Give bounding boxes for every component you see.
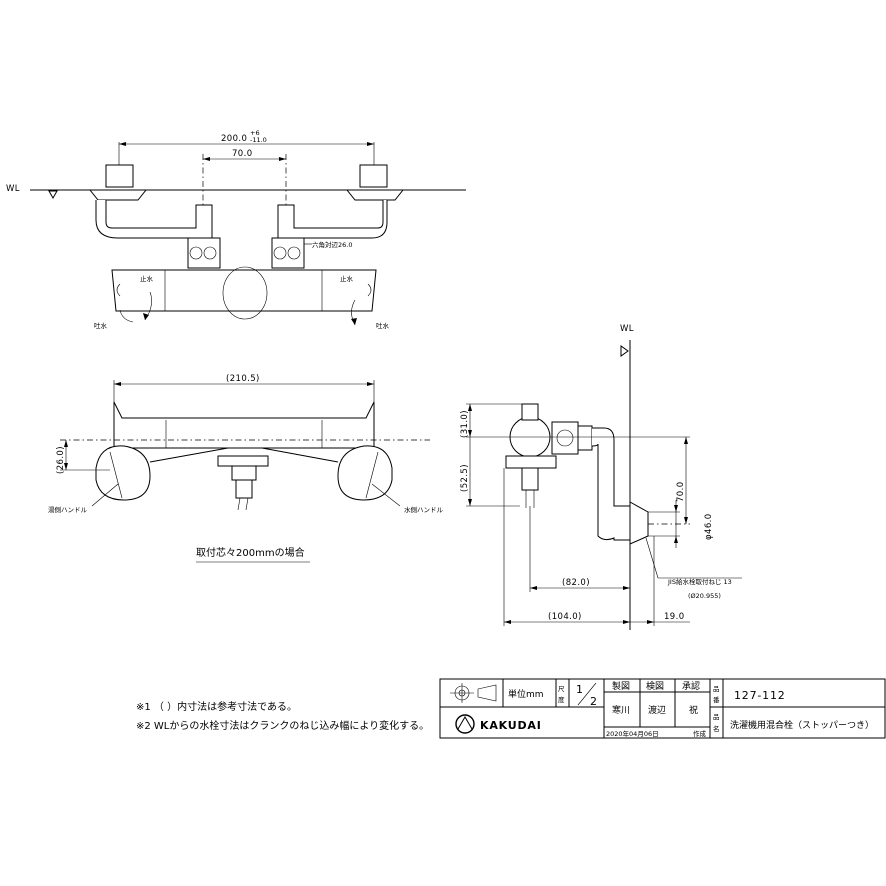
flow-left: 吐水 [94, 321, 108, 330]
v-number-2: 番 [713, 696, 720, 704]
top-center-body [222, 266, 268, 320]
scale-numerator: 1 [576, 683, 584, 696]
top-wl-label: WL [6, 184, 20, 194]
dim-19: 19.0 [664, 612, 685, 622]
title-block: 単位mm 尺 度 1 2 製図 検図 承認 寒川 渡辺 祝 品 番 品 名 12… [439, 678, 886, 739]
side-hex-nut [551, 421, 579, 455]
dim-overall-tol-plus: +6 [250, 129, 260, 137]
jis-label: JIS給水栓取付ねじ 13 [667, 577, 732, 586]
dim-82: (82.0) [562, 578, 590, 588]
spout-nozzle [235, 479, 253, 499]
hex-label: 六角対辺26.0 [312, 240, 352, 249]
top-wl-marker [48, 190, 58, 200]
stop-right: 止水 [340, 274, 354, 283]
hot-handle [95, 445, 151, 501]
front-body [113, 401, 375, 449]
cold-handle-label: 水側ハンドル [404, 505, 444, 514]
date: 2020年04月06日 [606, 729, 659, 738]
hot-handle-label: 湯側ハンドル [48, 505, 88, 514]
right-nut [359, 164, 388, 188]
side-flange [629, 501, 649, 545]
scale-label-1: 尺 [558, 685, 565, 693]
person-check: 渡辺 [648, 704, 666, 716]
brand-logo-text: KAKUDAI [480, 719, 542, 732]
dim-31: (31.0) [460, 410, 470, 438]
header-make: 製図 [612, 680, 630, 692]
left-hex-nut [187, 237, 221, 269]
side-spout [521, 467, 539, 491]
date-suffix: 作成 [693, 729, 707, 738]
unit-label: 単位mm [508, 688, 544, 700]
right-crank-pipe [277, 200, 388, 241]
flow-right: 吐水 [376, 321, 390, 330]
product-name: 洗濯機用混合栓（ストッパーつき） [730, 719, 874, 731]
product-number: 127-112 [734, 689, 786, 702]
note-1: ※1 （ ）内寸法は参考寸法である。 [136, 700, 297, 713]
side-wl-marker [620, 345, 629, 357]
left-crank-pipe [95, 200, 213, 241]
kakudai-logo-icon [455, 714, 475, 734]
spout-top [217, 455, 269, 467]
scale-label-2: 度 [558, 695, 565, 704]
top-body [111, 269, 377, 312]
stop-left: 止水 [140, 274, 154, 283]
v-number-1: 品 [713, 685, 720, 693]
right-flange [345, 189, 405, 201]
side-base [505, 455, 557, 469]
side-view: WL (31.0) (52.5) 70.0 [460, 324, 742, 630]
dim-overall: 200.0 [221, 134, 247, 144]
dim-height: (26.0) [56, 446, 66, 474]
dim-46: φ46.0 [704, 513, 714, 540]
header-approve: 承認 [682, 680, 700, 692]
dim-overall-tol-minus: -11.0 [250, 136, 267, 144]
cold-handle [337, 445, 393, 501]
front-caption: 取付芯々200mmの場合 [196, 546, 305, 559]
side-wl-label: WL [620, 324, 634, 334]
left-nut [105, 164, 134, 188]
notes: ※1 （ ）内寸法は参考寸法である。 ※2 WLからの水栓寸法はクランクのねじ込… [136, 700, 429, 732]
dim-width: (210.5) [226, 374, 260, 384]
side-crank-pipe [591, 427, 631, 541]
scale-denominator: 2 [590, 695, 598, 708]
person-make: 寒川 [612, 704, 630, 716]
dim-center: 70.0 [232, 149, 253, 159]
top-view: WL 200.0 +6 -11.0 70.0 六角 [6, 129, 466, 330]
v-name-1: 品 [713, 713, 720, 721]
v-name-2: 名 [713, 724, 720, 733]
jis-dia: (Ø20.955) [688, 592, 721, 600]
person-approve: 祝 [689, 704, 698, 716]
dim-70: 70.0 [676, 481, 686, 502]
note-2: ※2 WLからの水栓寸法はクランクのねじ込み幅により変化する。 [136, 719, 429, 732]
left-flange [88, 189, 148, 201]
front-view: (210.5) (26.0) 湯側ハンドル 水側ハンドル 取付芯々200mmの場… [48, 374, 444, 563]
dim-104: (104.0) [548, 612, 582, 622]
header-check: 検図 [646, 680, 664, 692]
dim-52: (52.5) [460, 464, 470, 492]
